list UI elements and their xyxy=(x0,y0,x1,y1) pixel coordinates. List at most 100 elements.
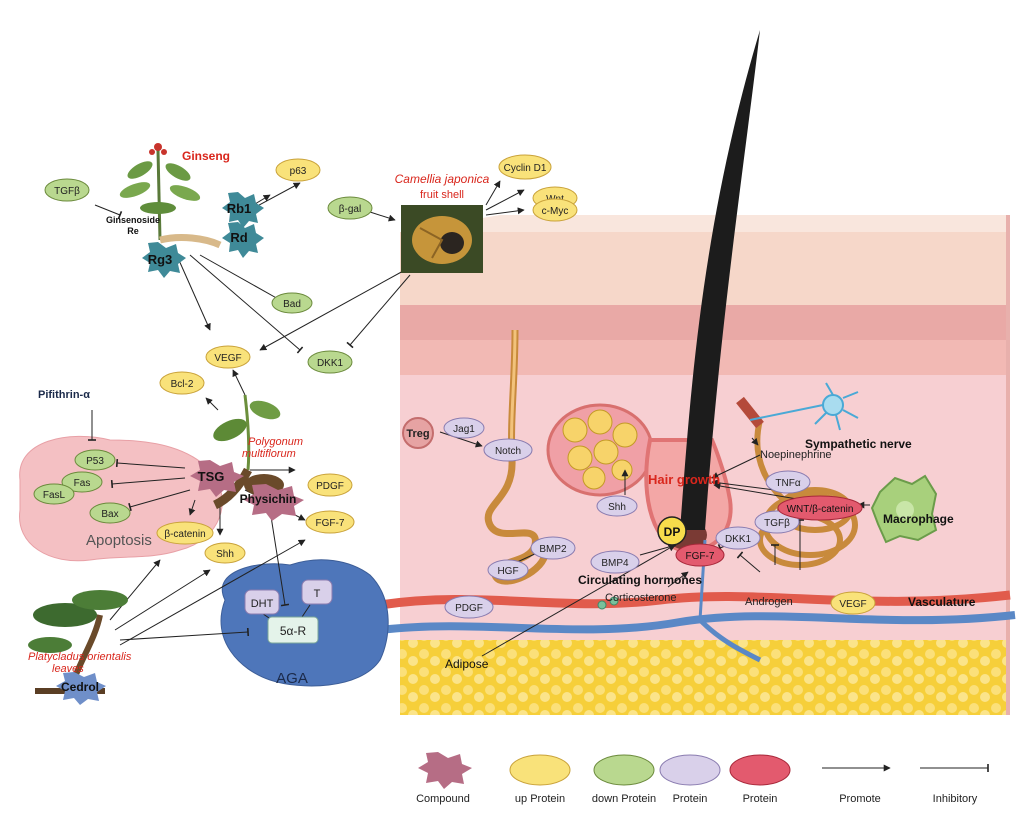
dp-label: DP xyxy=(664,525,681,539)
ginseng-plant-illustration xyxy=(119,143,222,249)
hair-growth-label: Hair growth xyxy=(648,472,720,487)
svg-text:DHT: DHT xyxy=(251,598,274,610)
svg-text:FasL: FasL xyxy=(43,490,66,501)
camellia-fruit-image xyxy=(401,205,483,273)
rg3-compound-star[interactable] xyxy=(142,242,186,278)
protein-fas[interactable]: Fas xyxy=(61,471,103,493)
legend-compound-star xyxy=(418,752,472,789)
legend-protein-purple-label: Protein xyxy=(673,793,708,805)
protein-bmp4[interactable]: BMP4 xyxy=(590,550,640,574)
rb1-compound-star[interactable] xyxy=(222,192,264,228)
rg3-label: Rg3 xyxy=(148,252,173,267)
legend-protein-red-label: Protein xyxy=(743,793,778,805)
protein-dkk1-skin[interactable]: DKK1 xyxy=(715,526,761,550)
treg-cell[interactable]: Treg xyxy=(402,417,434,449)
protein-5a-r[interactable]: 5α-R xyxy=(267,616,319,644)
protein-p63[interactable]: p63 xyxy=(275,158,321,182)
corticosterone-dot xyxy=(609,596,619,606)
protein-tgfb-left[interactable]: TGFβ xyxy=(44,178,90,202)
svg-text:VEGF: VEGF xyxy=(214,353,241,364)
protein-fasl[interactable]: FasL xyxy=(33,483,75,505)
protein-vegf-top[interactable]: VEGF xyxy=(205,345,251,369)
platycladus-label-line1: Platycladus orientalis xyxy=(28,651,132,663)
protein-pdgf-left[interactable]: PDGF xyxy=(307,473,353,497)
svg-text:TGFβ: TGFβ xyxy=(764,518,790,529)
camellia-label-line1: Camellia japonica xyxy=(395,172,490,186)
svg-text:P53: P53 xyxy=(86,456,104,467)
svg-text:T: T xyxy=(314,588,321,600)
svg-text:Notch: Notch xyxy=(495,446,521,457)
platycladus-label-line2: leaves xyxy=(52,663,84,675)
svg-text:β-gal: β-gal xyxy=(339,204,361,215)
protein-fgf7-skin[interactable]: FGF-7 xyxy=(675,543,725,567)
svg-text:Fas: Fas xyxy=(74,478,91,489)
macrophage-label: Macrophage xyxy=(883,512,954,526)
svg-text:Jag1: Jag1 xyxy=(453,424,475,435)
protein-jag1[interactable]: Jag1 xyxy=(443,417,485,439)
svg-text:β-catenin: β-catenin xyxy=(164,529,205,540)
polygonum-label-line1: Polygonum xyxy=(248,436,303,448)
rd-label: Rd xyxy=(230,230,247,245)
protein-tgfb-skin[interactable]: TGFβ xyxy=(754,510,800,534)
protein-bmp2[interactable]: BMP2 xyxy=(530,536,576,560)
camellia-label-line2: fruit shell xyxy=(420,189,464,201)
sebaceous-gland xyxy=(546,403,654,497)
ginsenoside-re-label-line2: Re xyxy=(127,226,139,236)
tsg-compound-star[interactable] xyxy=(190,460,244,497)
legend-protein-purple-swatch xyxy=(659,754,721,786)
protein-cyclin-d1[interactable]: Cyclin D1 xyxy=(498,154,552,180)
pifithrin-label: Pifithrin-α xyxy=(38,389,90,401)
protein-bcl2[interactable]: Bcl-2 xyxy=(159,371,205,395)
physichin-label: Physichin xyxy=(240,492,297,506)
cedrol-compound-star[interactable] xyxy=(56,672,106,705)
protein-bgal[interactable]: β-gal xyxy=(327,196,373,220)
corticosterone-label: Corticosterone xyxy=(605,592,677,604)
protein-t[interactable]: T xyxy=(301,579,333,605)
protein-cmyc[interactable]: c-Myc xyxy=(532,198,578,222)
cedrol-label: Cedrol xyxy=(61,680,99,694)
sympathetic-nerve-label: Sympathetic nerve xyxy=(805,437,912,451)
protein-dht[interactable]: DHT xyxy=(244,589,280,615)
macrophage-cell[interactable] xyxy=(870,474,938,544)
sympathetic-neuron xyxy=(749,382,859,431)
androgen-label: Androgen xyxy=(745,596,793,608)
protein-bax[interactable]: Bax xyxy=(89,502,131,524)
protein-shh-skin[interactable]: Shh xyxy=(596,495,638,517)
protein-bad[interactable]: Bad xyxy=(271,292,313,314)
svg-text:TGFβ: TGFβ xyxy=(54,186,80,197)
legend-compound-label: Compound xyxy=(416,793,470,805)
protein-notch[interactable]: Notch xyxy=(483,438,533,462)
treg-label: Treg xyxy=(406,428,429,440)
protein-hgf[interactable]: HGF xyxy=(487,559,529,581)
protein-dkk1-top[interactable]: DKK1 xyxy=(307,350,353,374)
svg-text:Bad: Bad xyxy=(283,299,301,310)
protein-vegf-skin[interactable]: VEGF xyxy=(830,591,876,615)
svg-text:FGF-7: FGF-7 xyxy=(686,551,715,562)
dermal-papilla[interactable]: DP xyxy=(657,516,687,546)
svg-text:c-Myc: c-Myc xyxy=(542,206,569,217)
circulating-hormones-label: Circulating hormones xyxy=(578,573,702,587)
svg-text:VEGF: VEGF xyxy=(839,599,866,610)
svg-text:Bcl-2: Bcl-2 xyxy=(171,379,194,390)
physichin-compound-star[interactable] xyxy=(244,484,304,521)
legend: Compound up Protein down Protein Protein… xyxy=(416,752,989,805)
svg-text:Bax: Bax xyxy=(101,509,118,520)
svg-text:PDGF: PDGF xyxy=(316,481,344,492)
protein-bcatenin[interactable]: β-catenin xyxy=(156,521,214,545)
svg-text:Shh: Shh xyxy=(608,502,626,513)
protein-wnt-bcatenin[interactable]: WNT/β-catenin xyxy=(777,495,863,521)
vasculature-label: Vasculature xyxy=(908,595,976,609)
protein-fgf7-left[interactable]: FGF-7 xyxy=(305,510,355,534)
legend-down-protein-swatch xyxy=(593,754,655,786)
svg-text:5α-R: 5α-R xyxy=(280,624,307,638)
rd-compound-star[interactable] xyxy=(222,222,264,258)
svg-text:Shh: Shh xyxy=(216,549,234,560)
legend-down-label: down Protein xyxy=(592,793,656,805)
polygonum-label-line2: multiflorum xyxy=(242,448,296,460)
protein-p53[interactable]: P53 xyxy=(74,449,116,471)
protein-shh-left[interactable]: Shh xyxy=(204,542,246,564)
legend-up-protein-swatch xyxy=(509,754,571,786)
protein-pdgf-skin[interactable]: PDGF xyxy=(444,595,494,619)
protein-tnfa[interactable]: TNFα xyxy=(765,470,811,494)
